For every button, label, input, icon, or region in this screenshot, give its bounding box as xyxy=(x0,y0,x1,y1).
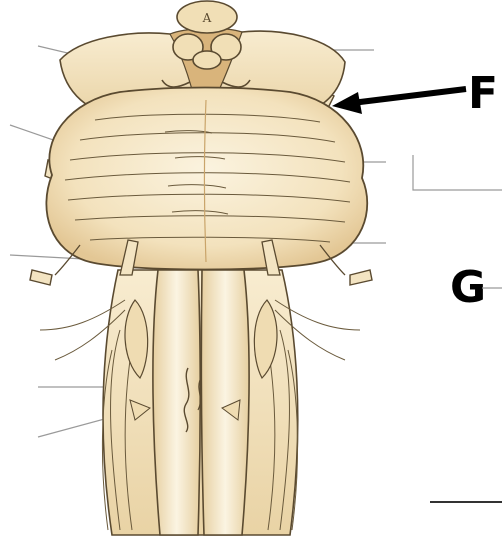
label-g: G xyxy=(450,262,486,313)
label-f: F xyxy=(468,68,498,119)
arrow-to-f xyxy=(332,89,466,114)
structure-mark-text: A xyxy=(202,11,212,25)
leader-line xyxy=(413,155,502,190)
pons xyxy=(46,88,367,270)
medulla xyxy=(40,270,360,535)
